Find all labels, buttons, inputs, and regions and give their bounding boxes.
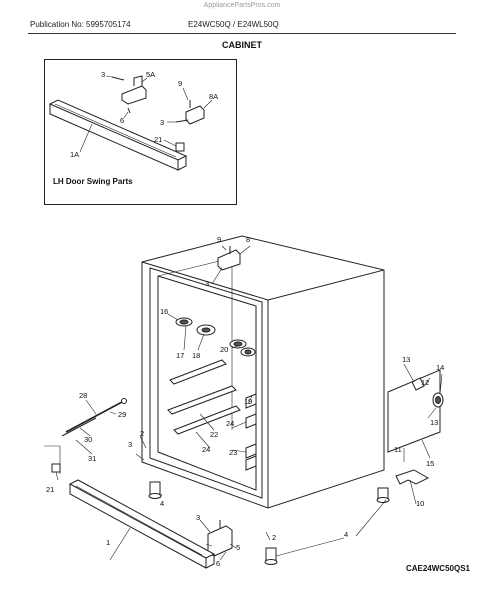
control-assemblies [175, 317, 256, 357]
callout-10: 10 [416, 499, 424, 508]
page-title: CABINET [222, 40, 262, 50]
callout-13: 13 [402, 355, 410, 364]
callout-21: 21 [46, 485, 54, 494]
callout-23: 23 [229, 448, 237, 457]
lh-door-swing-inset [44, 59, 237, 205]
inset-screw-3b [175, 119, 189, 123]
callout-4: 4 [160, 499, 164, 508]
callout-24: 24 [202, 445, 210, 454]
handle-1 [68, 479, 216, 569]
callout-11: 11 [394, 445, 402, 454]
callout-6: 6 [120, 116, 124, 125]
publication-number: Publication No: 5995705174 [30, 20, 131, 29]
callout-22: 22 [210, 430, 218, 439]
callout-9: 9 [178, 79, 182, 88]
callout-13: 13 [430, 418, 438, 427]
bottom-hinge-5 [207, 520, 233, 557]
callout-5: 5 [236, 543, 240, 552]
callout-20: 20 [220, 345, 228, 354]
callout-8a: 8A [209, 92, 218, 101]
callout-18: 18 [192, 351, 200, 360]
shelf-rails [167, 359, 257, 471]
leveling-legs [148, 481, 390, 565]
inset-plug-21a [175, 142, 185, 152]
callout-3: 3 [128, 440, 132, 449]
callout-14: 14 [436, 363, 444, 372]
callout-2: 2 [140, 429, 144, 438]
light-module [387, 369, 444, 453]
callout-3: 3 [196, 513, 200, 522]
inset-screw-3a [111, 76, 125, 81]
cabinet-body [141, 235, 385, 509]
callout-4: 4 [344, 530, 348, 539]
inset-handle-1a [48, 99, 188, 171]
callout-28: 28 [79, 391, 87, 400]
callout-3: 3 [205, 279, 209, 288]
top-hinge-8 [217, 246, 241, 271]
bracket-10 [395, 469, 430, 485]
watermark: AppliancePartsPros.com [203, 2, 281, 9]
callout-5a: 5A [146, 70, 155, 79]
callout-21: 21 [154, 135, 162, 144]
inset-label: LH Door Swing Parts [53, 177, 133, 186]
callout-1: 1 [106, 538, 110, 547]
callout-6: 6 [216, 559, 220, 568]
callout-2: 2 [272, 533, 276, 542]
callout-3: 3 [101, 70, 105, 79]
callout-30: 30 [84, 435, 92, 444]
callout-31: 31 [88, 454, 96, 463]
plug-21 [51, 463, 61, 473]
callout-29: 29 [118, 410, 126, 419]
callout-24: 24 [226, 419, 234, 428]
callout-16: 16 [160, 307, 168, 316]
callout-15: 15 [426, 459, 434, 468]
callout-17: 17 [176, 351, 184, 360]
callout-3: 3 [160, 118, 164, 127]
callout-8: 8 [246, 235, 250, 244]
callout-9: 9 [217, 235, 221, 244]
diagram-code: CAE24WC50QS1 [405, 564, 470, 573]
callout-12: 12 [421, 378, 429, 387]
callout-1a: 1A [70, 150, 79, 159]
inset-hinge-8a [185, 100, 205, 125]
door-closer [61, 398, 127, 437]
inset-bracket-5a [121, 75, 147, 105]
model-numbers: E24WC50Q / E24WL50Q [188, 20, 279, 29]
inset-screw-6a [127, 107, 131, 114]
callout-19: 19 [244, 397, 252, 406]
header-rule [28, 33, 456, 34]
